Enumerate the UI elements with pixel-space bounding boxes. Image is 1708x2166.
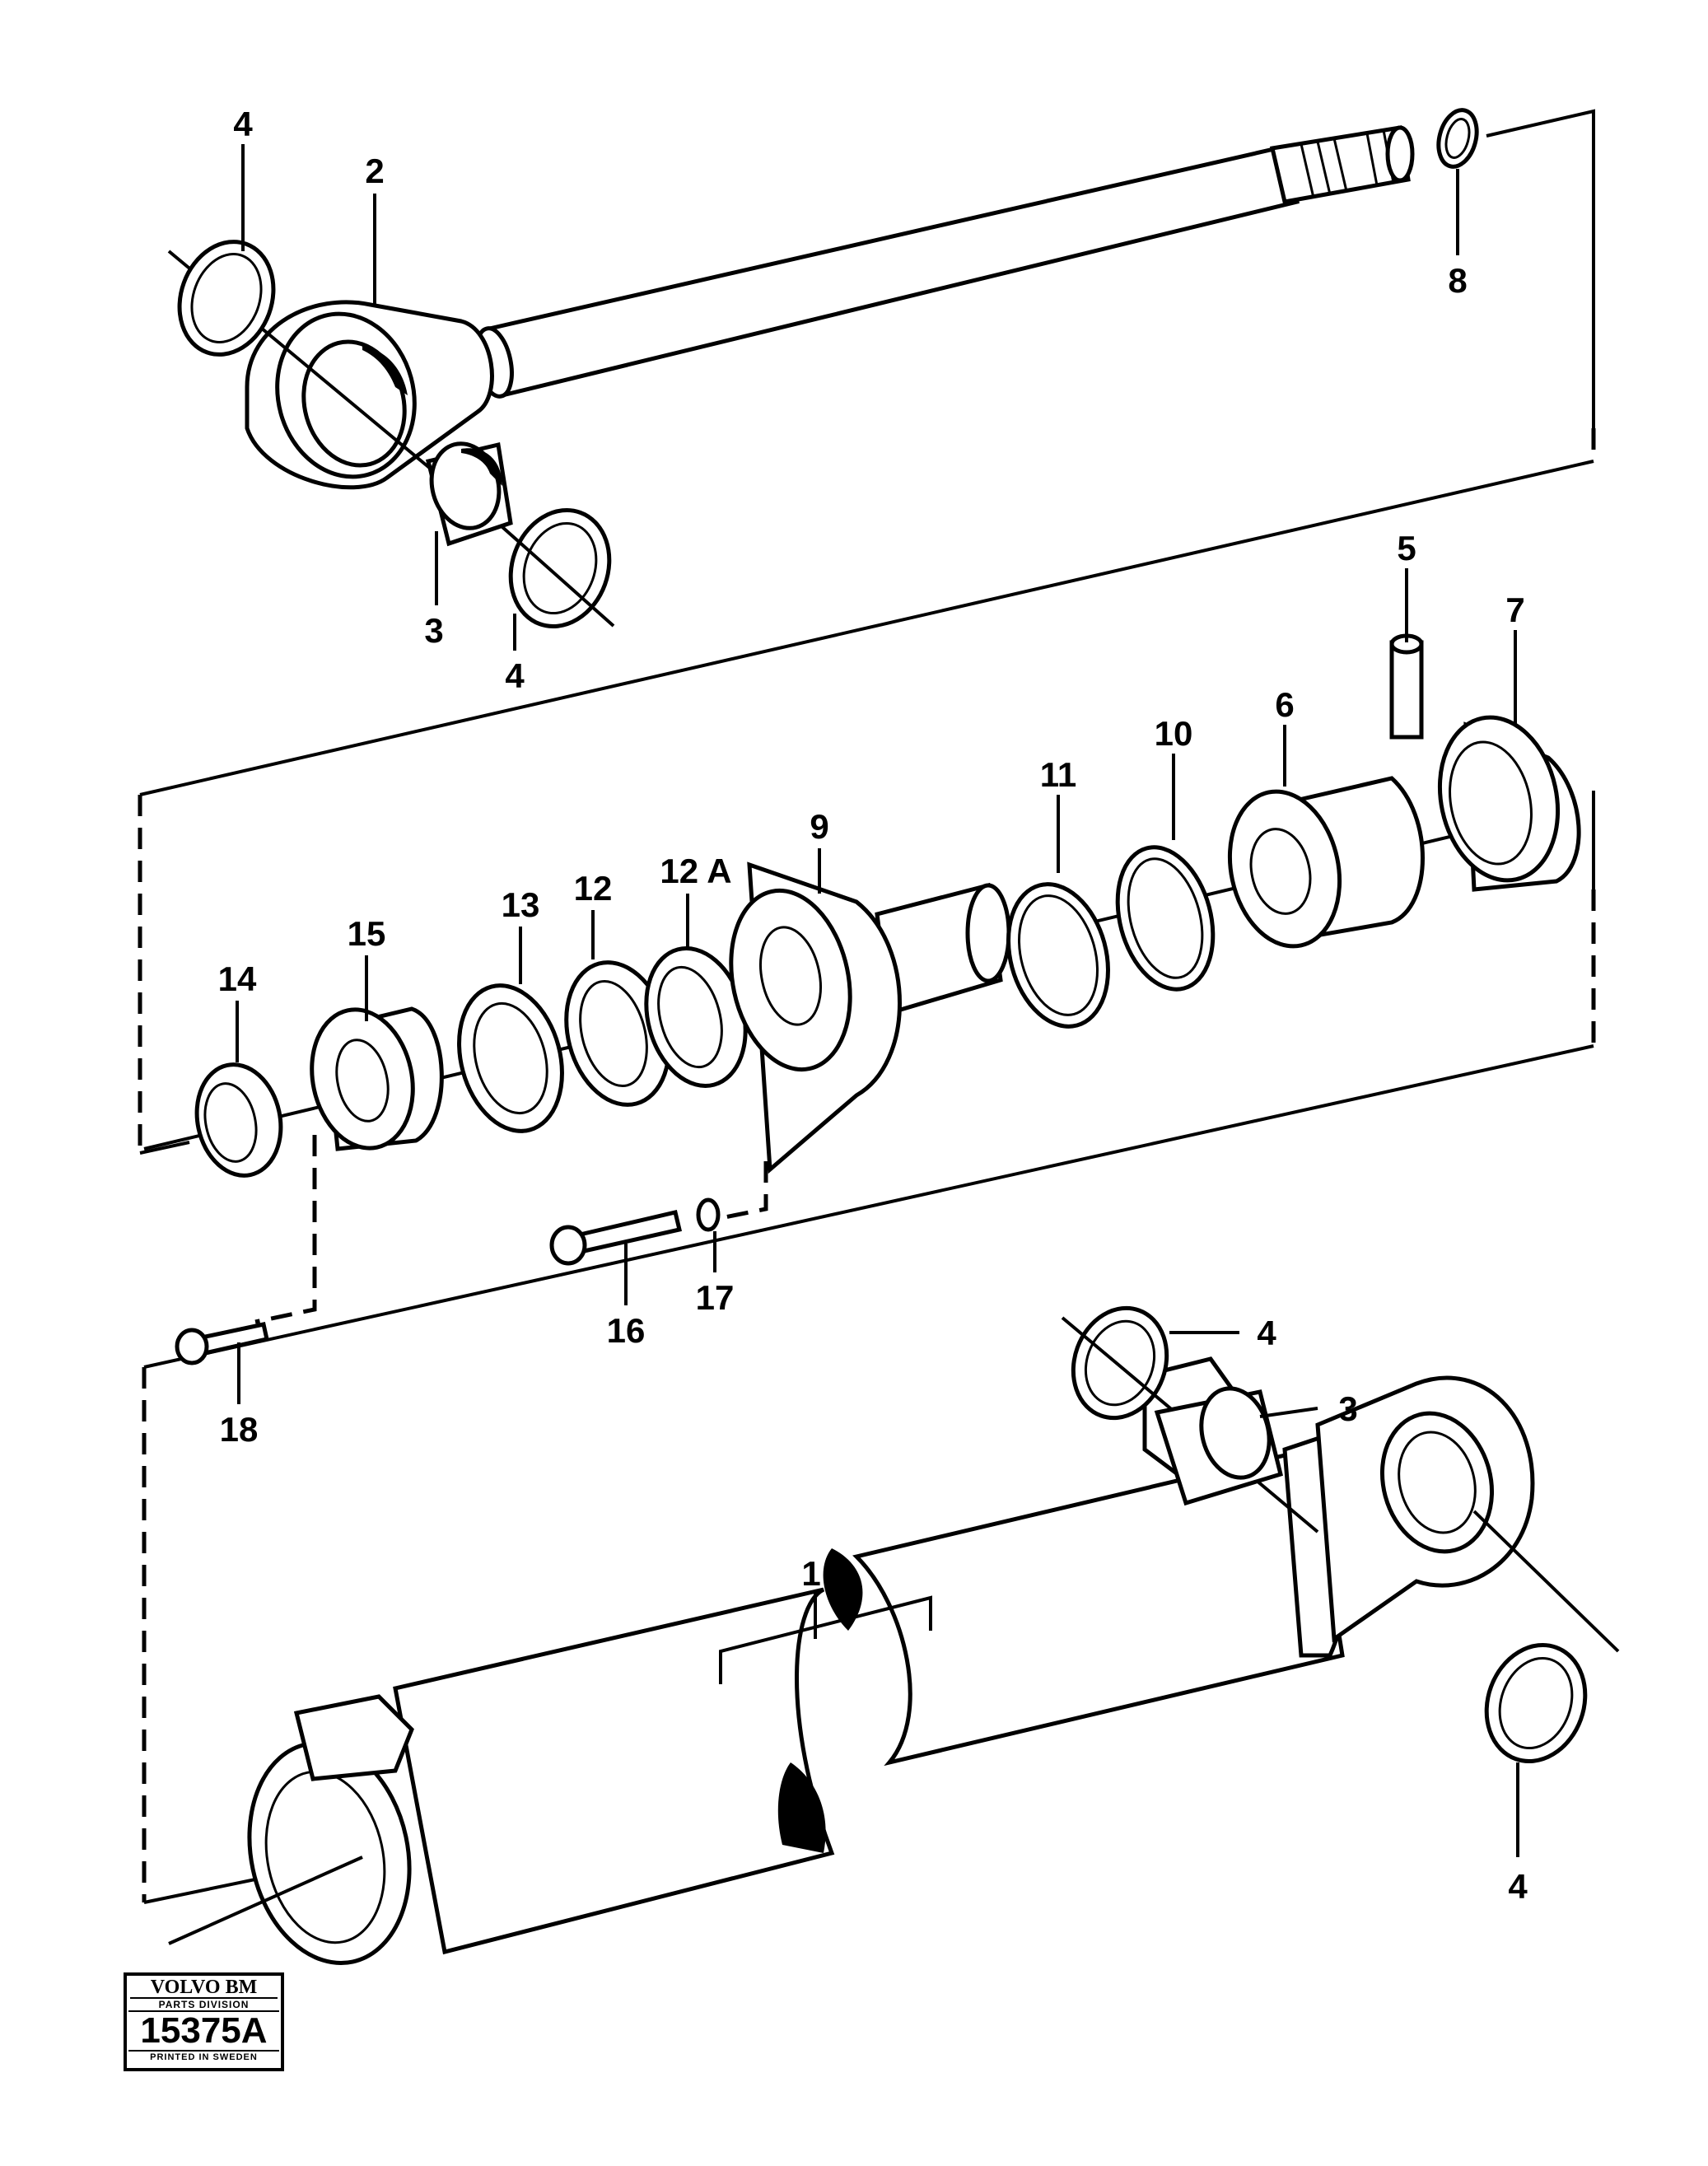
callout-3-bottom: 3 [1338, 1389, 1357, 1428]
callout-2: 2 [365, 152, 384, 190]
leader-lines [236, 144, 1519, 1857]
callout-7: 7 [1505, 591, 1524, 629]
callout-9: 9 [810, 807, 828, 846]
callout-18: 18 [220, 1410, 259, 1449]
callout-6: 6 [1275, 685, 1294, 724]
callout-1: 1 [801, 1554, 820, 1593]
wiper-seal-14 [194, 1062, 283, 1178]
callout-3-top: 3 [424, 611, 443, 650]
callout-4-bottom-top: 4 [1257, 1314, 1276, 1352]
cylinder-barrel-1 [168, 1356, 1620, 1966]
stamp-code: 15375A [128, 2010, 279, 2052]
washer-8 [1436, 108, 1479, 169]
callout-4-top-left: 4 [233, 105, 253, 143]
piston-rod [483, 144, 1300, 399]
gland-7 [1437, 715, 1581, 892]
callout-labels: 4 2 8 3 4 5 7 6 10 11 9 12 A 12 13 15 14… [218, 105, 1528, 1906]
washer-17 [696, 1197, 721, 1232]
collar-6 [1227, 776, 1425, 949]
callout-12: 12 [574, 869, 613, 908]
callout-8: 8 [1448, 261, 1467, 300]
callout-5: 5 [1397, 529, 1416, 567]
stamp-printed: PRINTED IN SWEDEN [150, 2052, 258, 2062]
callout-15: 15 [348, 914, 386, 953]
callout-11: 11 [1040, 755, 1076, 794]
callout-12a: 12 A [660, 852, 731, 890]
ring-12 [564, 960, 671, 1107]
stamp-brand: VOLVO BM [130, 1977, 278, 1999]
callout-17: 17 [696, 1278, 735, 1317]
top-circlip-left [177, 240, 276, 357]
bottom-circlip-right [1484, 1642, 1588, 1764]
piston-9 [729, 861, 1011, 1174]
stamp-division: PARTS DIVISION [158, 1999, 250, 2010]
pin-5 [1389, 633, 1424, 740]
seal-11 [1006, 882, 1110, 1029]
bolt-16 [549, 1209, 683, 1266]
assembly-frame-lines [138, 109, 1596, 1904]
callout-10: 10 [1155, 714, 1193, 753]
bolt-18 [175, 1322, 269, 1365]
ring-12a [644, 946, 748, 1088]
volvo-bm-stamp: VOLVO BM PARTS DIVISION 15375A PRINTED I… [124, 1972, 284, 2071]
piston-rod-assembly [167, 125, 1415, 496]
callout-16: 16 [607, 1311, 646, 1350]
bottom-bushing [1154, 1386, 1284, 1506]
gland-cover-15 [310, 1006, 444, 1151]
callout-4-top-right: 4 [505, 656, 525, 695]
top-bushing [425, 441, 513, 547]
top-circlip-right [501, 507, 615, 629]
bracket-1 [719, 1595, 932, 1684]
ring-13 [457, 983, 564, 1133]
ring-10 [1115, 845, 1216, 992]
callout-14: 14 [218, 959, 257, 998]
callout-13: 13 [502, 885, 540, 924]
callout-4-bottom-right: 4 [1508, 1867, 1528, 1906]
